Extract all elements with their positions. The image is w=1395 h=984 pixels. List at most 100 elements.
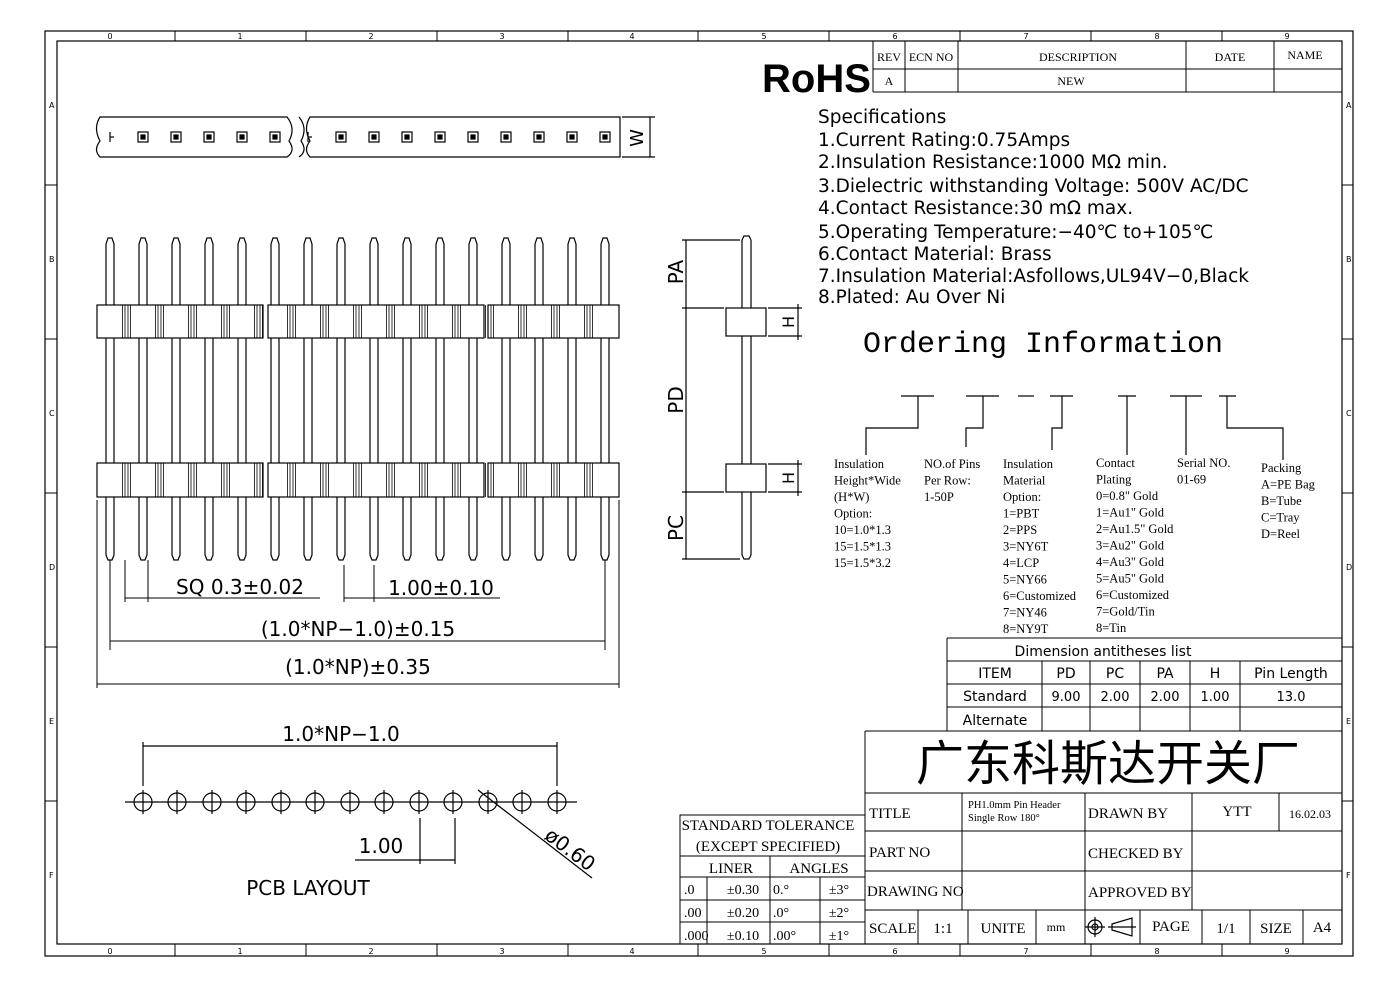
ordering-option-line: 3=NY6T [1003,540,1049,554]
pin-square [335,131,347,143]
pin-square-core [602,134,608,140]
pin-lower [105,497,115,561]
pin-square [599,131,611,143]
frame-col-label: 1 [237,947,242,956]
company-name: 广东科斯达开关厂 [916,736,1300,792]
page-label: PAGE [1152,919,1190,935]
scale-label: SCALE [869,921,917,937]
tolerance-cell: .0° [773,906,789,921]
scale-value: 1:1 [933,921,952,937]
pin-square [434,131,446,143]
insulator-block [96,304,264,339]
ordering-option-line: 6=Customized [1096,588,1170,602]
pin-square-core [569,134,575,140]
rev-header: REV [877,50,901,64]
pin-upper [105,237,115,305]
part-no-label: PART NO [869,845,930,861]
pin-square [137,131,149,143]
ordering-option-line: 15=1.5*3.2 [834,556,891,570]
frame-col-label: 1 [237,32,242,41]
ecn-header: ECN NO [909,50,954,64]
frame-col-label: 2 [368,947,373,956]
tolerance-title-1: STANDARD TOLERANCE [682,818,855,834]
pin-square [269,131,281,143]
spec-heading: Specifications [818,107,946,128]
tolerance-cell: ±3° [829,883,849,898]
dim-table-cell: Standard [963,689,1027,705]
spec-item: 3.Dielectric withstanding Voltage: 500V … [818,176,1249,197]
ordering-option-line: 1-50P [924,490,954,504]
tolerance-cell: .0 [684,883,695,898]
tolerance-cell: ±0.30 [727,883,759,898]
ordering-option-line: 10=1.0*1.3 [834,523,891,537]
pin-lower [270,497,280,561]
tolerance-cell: 0.° [773,883,789,898]
pin-square-core [206,134,212,140]
ordering-option-line: 1=PBT [1003,507,1040,521]
ordering-option-line: 1=Au1" Gold [1096,506,1165,520]
pin-square [203,131,215,143]
frame-col-label: 5 [761,947,766,956]
spec-item: 6.Contact Material: Brass [818,244,1052,265]
frame-col-label: 9 [1284,32,1289,41]
frame-col-label: 6 [892,32,897,41]
pin-lower [600,497,610,561]
pin-upper [303,237,313,305]
tolerance-cell: ±2° [829,906,849,921]
dim-table-cell: 2.00 [1101,690,1130,705]
frame-col-label: 3 [499,947,504,956]
ordering-option-line: 4=Au3" Gold [1096,555,1165,569]
drawn-by-label: DRAWN BY [1088,806,1168,822]
frame-col-label: 8 [1154,32,1159,41]
dim-pa: PA [664,259,688,284]
pin-square-core [437,134,443,140]
ordering-option-line: 5=Au5" Gold [1096,572,1165,586]
dim-table-header: Pin Length [1254,666,1328,682]
front-view [96,237,620,561]
pin-lower [204,497,214,561]
frame-col-label: 3 [499,32,504,41]
pin-square-core [371,134,377,140]
pin-lower [567,497,577,561]
date-header: DATE [1215,50,1246,64]
pin-square [401,131,413,143]
frame-row-label: B [49,255,55,264]
pin-square [170,131,182,143]
title-label: TITLE [869,806,911,822]
ordering-option-line: 2=PPS [1003,523,1037,537]
frame-col-label: 4 [629,947,634,956]
front-view-dimensions [96,500,620,688]
title-value-line2: Single Row 180° [968,813,1040,824]
ordering-option-line: 4=LCP [1003,556,1039,570]
spec-item: 7.Insulation Material:Asfollows,UL94V−0,… [818,266,1249,287]
pin-lower [501,497,511,561]
frame-row-label: A [1346,101,1352,110]
ordering-option-line: 7=NY46 [1003,606,1047,620]
frame-row-label: F [49,871,54,880]
ordering-option-line: A=PE Bag [1261,478,1316,492]
drawn-date: 16.02.03 [1289,807,1331,821]
dim-pitch: 1.00±0.10 [388,576,494,600]
description-header: DESCRIPTION [1039,50,1117,64]
dim-table-cell: 13.0 [1277,690,1306,705]
drawing-no-label: DRAWING NO [867,884,964,900]
frame-col-label: 0 [107,32,112,41]
ordering-option-line: 5=NY66 [1003,573,1047,587]
projection-symbol-icon [1085,917,1136,937]
rohs-mark: RoHS [762,57,871,101]
dim-table-cell: Alternate [963,713,1028,729]
pin-upper [270,237,280,305]
tolerance-cell: ±0.20 [727,906,759,921]
frame-col-label: 5 [761,32,766,41]
pin-lower [468,497,478,561]
tolerance-liner: LINER [709,861,753,877]
frame-col-label: 8 [1154,947,1159,956]
insulator-block [487,462,620,498]
spec-item: 4.Contact Resistance:30 mΩ max. [818,198,1133,219]
frame-col-label: 0 [107,947,112,956]
pin-upper [501,237,511,305]
pin-square-core [272,134,278,140]
ordering-option-line: Height*Wide [834,474,901,488]
dim-np: (1.0*NP)±0.35 [285,655,431,679]
